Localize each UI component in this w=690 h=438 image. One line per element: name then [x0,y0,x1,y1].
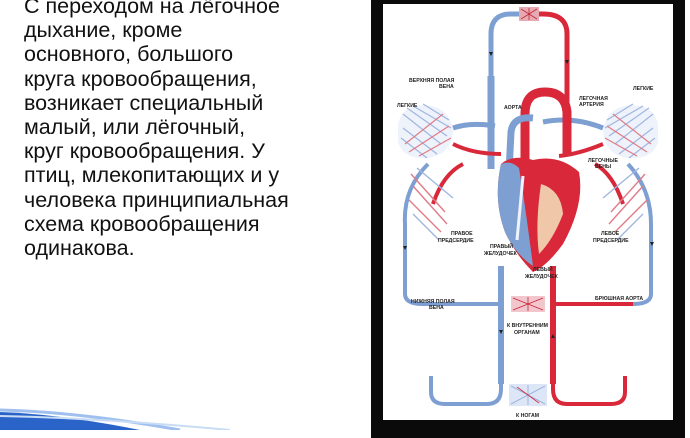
label-right-atrium: ПРЕДСЕРДИЕ [438,238,474,244]
circulation-diagram: ВЕРХНЯЯ ПОЛАЯ ВЕНА ЛЕГКИЕ ЛЕГКИЕ АОРТА Л… [383,4,673,420]
label-right-ventricle: ПРАВЫЙ [490,242,513,250]
paragraph-line: дыхание, кроме [24,18,183,43]
left-pulmonary-artery [452,121,496,131]
label-lungs-right: ЛЕГКИЕ [633,86,654,92]
label-aorta: АОРТА [504,105,522,111]
label-pulmonary-veins: ЛЕГОЧНЫЕ [588,158,618,164]
left-systemic-vein [402,162,430,274]
paragraph-line: одинакова. [24,236,135,261]
label-left-atrium: ЛЕВОЕ [601,231,620,237]
left-ventricle-highlight [537,184,563,254]
label-pulmonary-veins: ВЕНЫ [595,164,611,170]
right-systemic-artery [593,162,625,205]
diagram-frame: ВЕРХНЯЯ ПОЛАЯ ВЕНА ЛЕГКИЕ ЛЕГКИЕ АОРТА Л… [371,0,685,438]
label-internal-organs: К ВНУТРЕННИМ [507,323,548,329]
label-pulmonary-artery: ЛЕГОЧНАЯ [579,96,608,102]
paragraph-line: С переходом на лёгочное [24,0,280,18]
label-superior-vena-cava: ВЕНА [439,84,454,90]
label-inferior-vena-cava: НИЖНЯЯ ПОЛАЯ [411,299,455,305]
slide-corner-decoration [0,408,231,430]
label-right-atrium: ПРАВОЕ [451,231,473,237]
pulmonary-trunk [505,114,534,173]
paragraph-line: птиц, млекопитающих и у [24,163,280,188]
label-internal-organs: ОРГАНАМ [514,330,540,336]
label-left-ventricle: ЛЕВЫЙ [533,265,553,273]
paragraph-line: возникает специальный [24,90,264,115]
internal-organs-loop [403,274,653,306]
legs-venous-loop [429,376,503,406]
paragraph-line: основного, большого [24,42,234,67]
description-paragraph: С переходом на лёгочное дыхание, кроме о… [24,0,369,260]
paragraph-line: круг кровообращения. У [24,139,265,164]
right-pulmonary-vein [558,142,604,158]
paragraph-line: малый, или лёгочный, [24,115,246,140]
label-right-ventricle: ЖЕЛУДОЧЕК [483,251,518,257]
paragraph-line: круга кровообращения, [24,66,257,91]
legs-arterial-loop [551,376,627,406]
label-left-ventricle: ЖЕЛУДОЧЕК [524,274,559,280]
right-systemic-vein [626,162,653,274]
label-legs: К НОГАМ [516,413,539,419]
label-superior-vena-cava: ВЕРХНЯЯ ПОЛАЯ [409,78,455,84]
paragraph-line: человека принципиальная [24,187,289,212]
aortic-arch [520,87,572,164]
paragraph-line: схема кровообращения [24,211,260,236]
label-left-atrium: ПРЕДСЕРДИЕ [593,238,629,244]
upper-body-venous-loop [488,11,524,76]
right-heart-chambers [497,162,533,266]
label-inferior-vena-cava: ВЕНА [429,305,444,311]
label-lungs-left: ЛЕГКИЕ [397,103,418,109]
circulation-diagram-svg: ВЕРХНЯЯ ПОЛАЯ ВЕНА ЛЕГКИЕ ЛЕГКИЕ АОРТА Л… [397,7,658,419]
right-pulmonary-artery [542,117,604,131]
left-systemic-artery [431,162,464,205]
label-abdominal-aorta: БРЮШНАЯ АОРТА [595,296,643,302]
left-pulmonary-vein [452,142,502,156]
label-pulmonary-artery: АРТЕРИЯ [579,102,604,108]
upper-body-arterial-loop [531,11,570,102]
